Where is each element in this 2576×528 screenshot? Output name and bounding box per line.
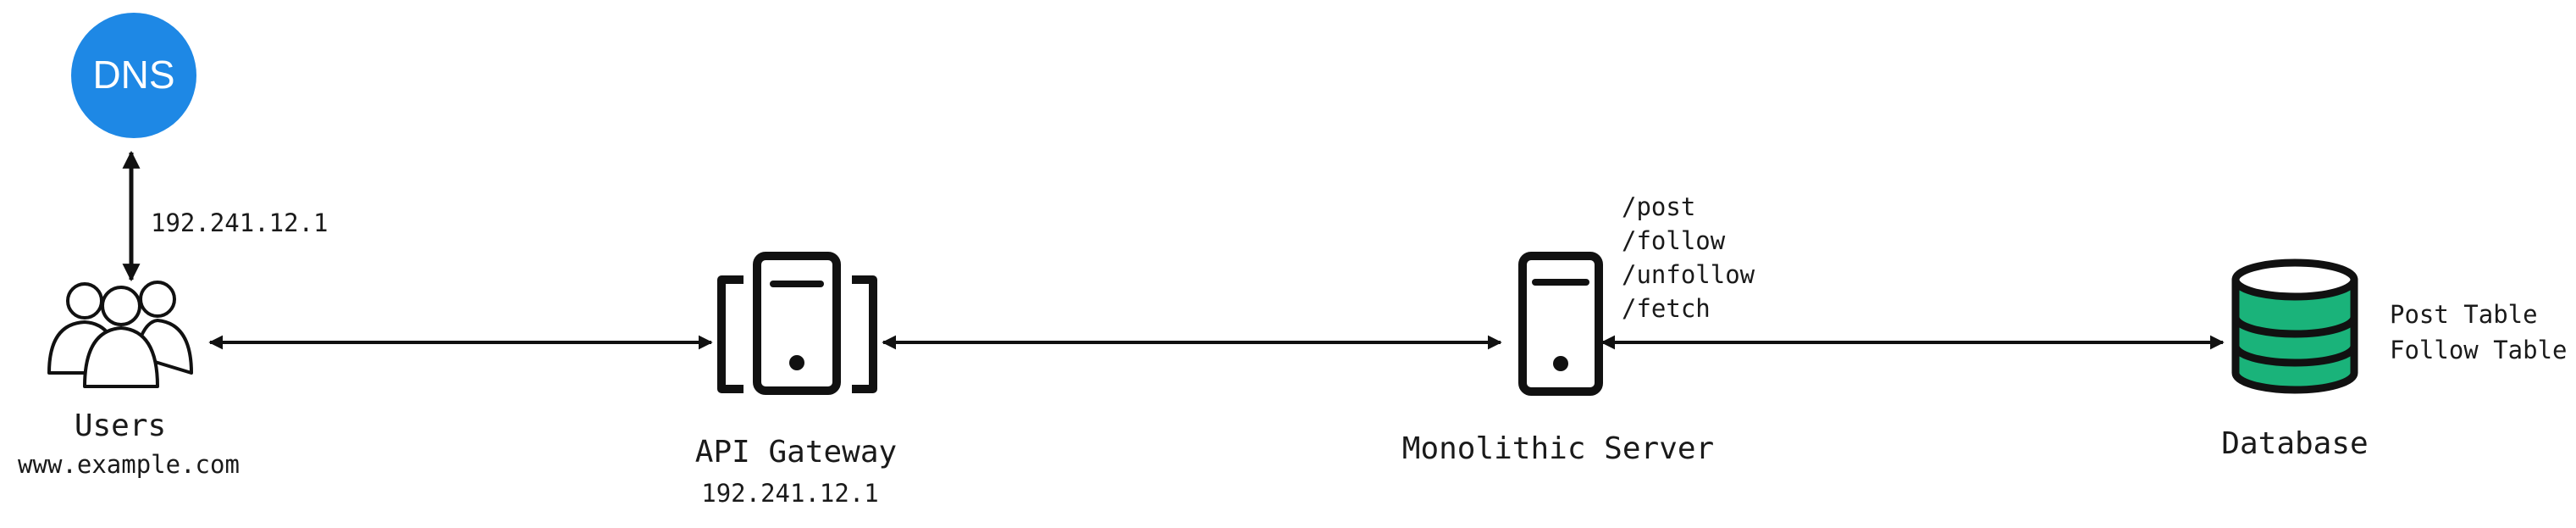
endpoint-list: /post /follow /unfollow /fetch xyxy=(1622,192,1755,323)
api-gateway-node: API Gateway 192.241.12.1 xyxy=(695,252,897,508)
server-node: Monolithic Server xyxy=(1402,252,1714,466)
server-icon xyxy=(1518,252,1603,396)
users-icon xyxy=(47,281,193,388)
endpoint-item: /fetch xyxy=(1622,294,1711,323)
endpoint-item: /unfollow xyxy=(1622,260,1755,289)
database-node: Database Post Table Follow Table xyxy=(2221,258,2568,461)
users-sublabel: www.example.com xyxy=(18,450,240,479)
users-node: Users www.example.com xyxy=(18,281,240,479)
dns-users-edge-label: 192.241.12.1 xyxy=(151,208,329,237)
endpoint-item: /follow xyxy=(1622,226,1726,255)
database-table-item: Post Table xyxy=(2390,300,2538,329)
dns-label: DNS xyxy=(92,53,174,97)
api-gateway-label: API Gateway xyxy=(695,435,897,470)
dns-node: DNS xyxy=(71,13,196,138)
dns-circle xyxy=(71,13,196,138)
server-label: Monolithic Server xyxy=(1402,431,1714,466)
database-table-item: Follow Table xyxy=(2390,336,2568,364)
database-label: Database xyxy=(2221,426,2368,461)
users-label: Users xyxy=(75,409,166,443)
api-gateway-icon xyxy=(717,252,877,395)
api-gateway-sublabel: 192.241.12.1 xyxy=(701,479,879,508)
database-icon xyxy=(2231,258,2358,394)
endpoint-item: /post xyxy=(1622,192,1695,221)
